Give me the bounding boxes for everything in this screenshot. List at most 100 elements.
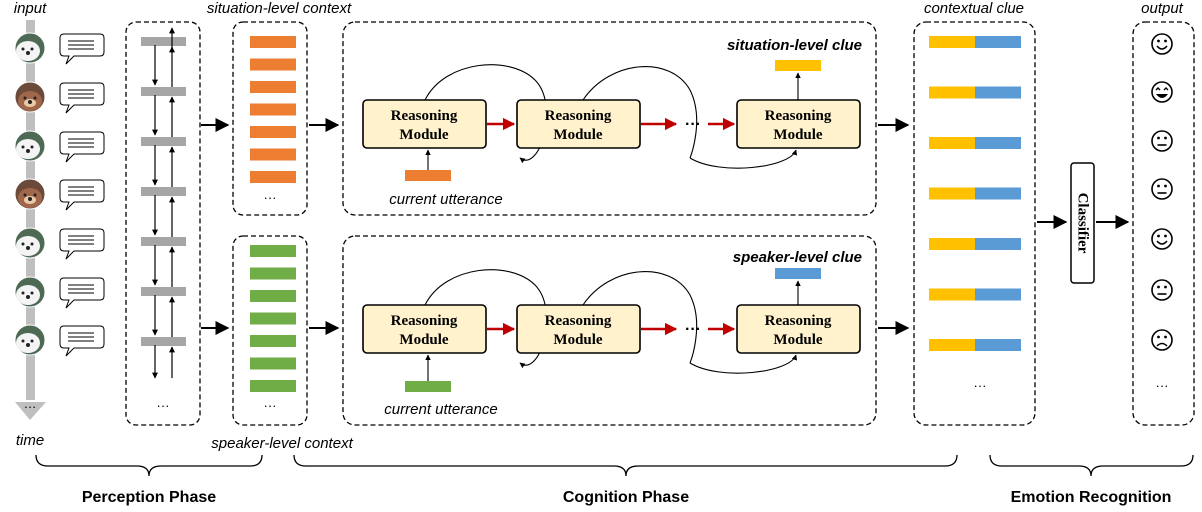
encoder-cell-4	[141, 187, 186, 196]
reasoning-module-box	[362, 304, 487, 354]
clue-speaker-part-7	[975, 339, 1021, 351]
situation-clue-title: situation-level clue	[727, 37, 862, 54]
bear-eye	[21, 339, 25, 343]
neutral-face-icon	[1151, 130, 1173, 152]
face-outline	[1151, 329, 1173, 351]
situation-vector-2	[250, 58, 296, 71]
face-outline	[1151, 228, 1173, 250]
clue-speaker-part-6	[975, 288, 1021, 301]
memory-arc	[689, 354, 798, 374]
eye	[1157, 234, 1160, 238]
situation-reasoning-box	[342, 21, 877, 216]
reasoning-module-label: Reasoning	[391, 108, 458, 124]
speaker-group	[14, 32, 105, 357]
laugh-face-icon	[1151, 81, 1173, 103]
bear-eye	[30, 145, 34, 149]
bear-eye	[23, 96, 27, 100]
speaker-vector-5	[250, 335, 296, 347]
reasoning-module-label: Module	[399, 332, 449, 348]
situation-vector-7	[250, 171, 296, 183]
clue-situation-part-1	[929, 36, 975, 48]
clue-situation-part-5	[929, 238, 975, 250]
smile-face-icon	[1151, 33, 1173, 55]
clue-speaker-part-2	[975, 86, 1021, 99]
contextual-clue-label: contextual clue	[924, 0, 1024, 17]
face-outline	[1151, 33, 1173, 55]
bear-eye	[30, 291, 34, 295]
current-utterance-vector	[405, 381, 451, 392]
current-utterance-bottom: current utterance	[384, 401, 497, 418]
eye	[1157, 285, 1160, 289]
memory-arc	[689, 149, 798, 169]
face-outline	[1151, 178, 1173, 200]
speaker-vector-3	[250, 290, 296, 302]
neutral-face-icon	[1151, 178, 1173, 200]
input-ellipsis: …	[24, 396, 37, 411]
reasoning-module-box	[516, 99, 641, 149]
situation-vector-3	[250, 81, 296, 93]
bear-eye	[23, 193, 27, 197]
bear-nose	[26, 149, 30, 153]
reasoning-module-box	[362, 99, 487, 149]
situation-context-ellipsis: ···	[264, 190, 277, 205]
speaker-2	[14, 81, 105, 114]
encoder-ellipsis: ···	[157, 398, 170, 413]
encoder-cell-5	[141, 237, 186, 246]
clue-ellipsis: ···	[974, 378, 987, 393]
speaker-vector-4	[250, 312, 296, 325]
situation-vector-6	[250, 148, 296, 161]
situation-vector-4	[250, 103, 296, 116]
clue-situation-part-6	[929, 288, 975, 301]
timeline-arrowhead	[15, 402, 46, 420]
situation-context-label: situation-level context	[207, 0, 352, 17]
reasoning-module-box	[516, 304, 641, 354]
speaker-context-ellipsis: ···	[264, 398, 277, 413]
clue-vector	[775, 268, 821, 279]
encoder-cell-3	[141, 137, 186, 146]
reasoning-module-label: Reasoning	[391, 313, 458, 329]
speaker-context-box	[232, 235, 308, 426]
emotion-recognition-label: Emotion Recognition	[1011, 489, 1172, 506]
classifier-box	[1070, 162, 1095, 284]
speaker-6	[14, 276, 105, 309]
clue-situation-part-3	[929, 137, 975, 149]
eye	[1163, 87, 1169, 91]
output-ellipsis: ···	[1156, 378, 1169, 393]
eye	[1157, 39, 1160, 43]
sad-face-icon	[1151, 329, 1173, 351]
bear-nose	[26, 246, 30, 250]
reasoning-module-label: Module	[773, 127, 823, 143]
bear-eye	[30, 47, 34, 51]
face-outline	[1151, 81, 1173, 103]
emotion-brace	[989, 454, 1194, 477]
eye	[1164, 39, 1167, 43]
bear-eye	[33, 96, 37, 100]
speaker-5	[14, 227, 105, 260]
timeline-bar	[26, 20, 35, 400]
current-utterance-top: current utterance	[389, 191, 502, 208]
situation-vector-1	[250, 36, 296, 48]
eye	[1155, 87, 1161, 91]
face-outline	[1151, 130, 1173, 152]
speaker-context-label: speaker-level context	[211, 435, 353, 452]
eye	[1157, 136, 1160, 140]
reasoning-module-label: Reasoning	[545, 313, 612, 329]
speaker-7	[14, 324, 105, 357]
eye	[1157, 335, 1160, 339]
mouth	[1156, 94, 1168, 98]
cognition-brace	[293, 454, 958, 477]
eye	[1164, 335, 1167, 339]
speaker-clue-title: speaker-level clue	[733, 249, 862, 266]
eye	[1164, 184, 1167, 188]
bear-nose	[28, 100, 32, 104]
speaker-vector-6	[250, 357, 296, 370]
situation-vector-5	[250, 126, 296, 138]
classifier-label: Classifier	[1075, 193, 1091, 254]
reasoning-module-label: Reasoning	[545, 108, 612, 124]
speaker-vector-7	[250, 380, 296, 392]
eye	[1157, 184, 1160, 188]
output-emotions	[1151, 33, 1173, 351]
